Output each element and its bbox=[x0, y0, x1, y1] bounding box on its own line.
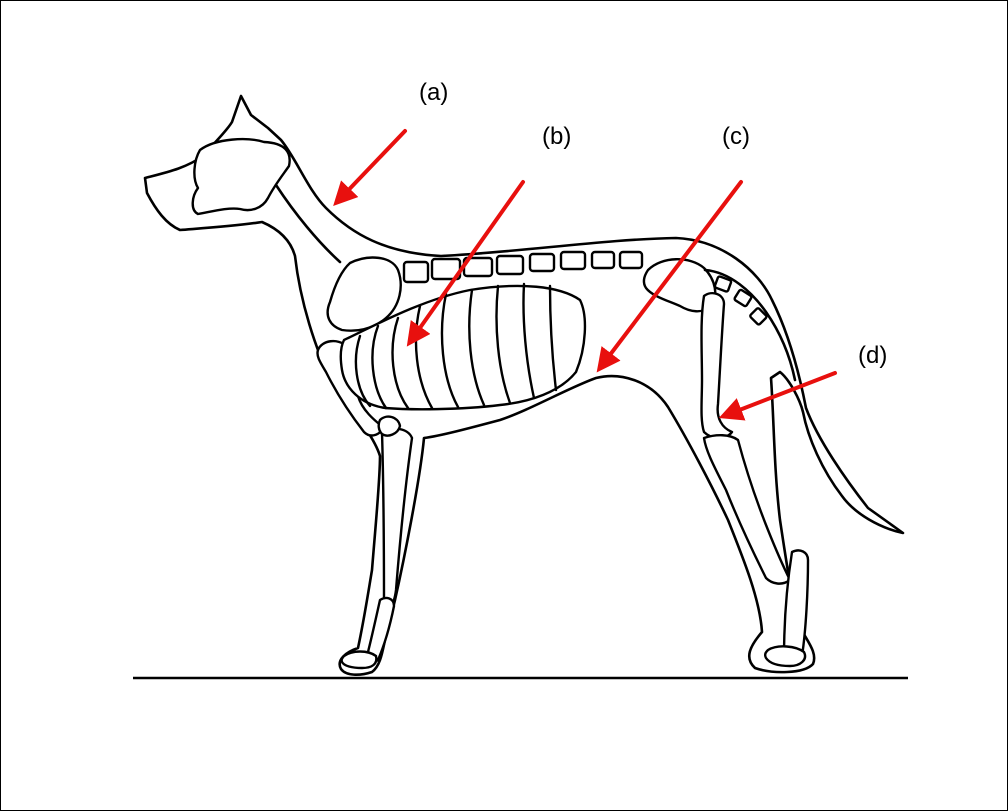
vertebra bbox=[404, 262, 428, 282]
label-a: (a) bbox=[419, 79, 448, 106]
label-d: (d) bbox=[858, 342, 887, 369]
radius-bone bbox=[382, 429, 412, 609]
vertebra bbox=[561, 252, 585, 269]
label-b: (b) bbox=[542, 123, 571, 150]
label-c: (c) bbox=[722, 123, 750, 150]
cervical-spine bbox=[276, 185, 340, 262]
hind-paw bbox=[765, 646, 805, 666]
tibia-bone bbox=[704, 435, 790, 583]
front-paw bbox=[342, 652, 377, 669]
vertebra bbox=[592, 252, 614, 268]
arrow-a bbox=[337, 131, 405, 202]
vertebra bbox=[497, 256, 523, 274]
vertebra bbox=[530, 254, 554, 271]
skull-bone bbox=[193, 139, 290, 214]
elbow-joint bbox=[379, 417, 400, 436]
vertebra bbox=[620, 252, 642, 268]
arrow-d bbox=[724, 373, 835, 416]
front-metacarpal bbox=[368, 598, 394, 662]
